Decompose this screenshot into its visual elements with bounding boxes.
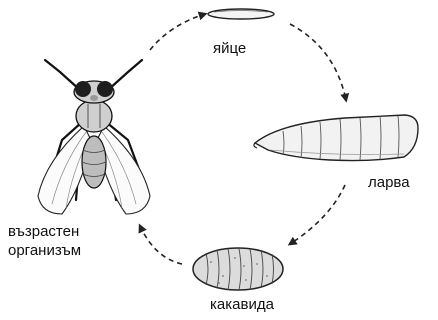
egg-illustration <box>208 9 274 19</box>
arrow-egg-to-larva <box>290 24 346 100</box>
right-eye <box>97 81 113 97</box>
pupa-label: какавида <box>210 296 274 314</box>
larva-illustration <box>254 115 418 161</box>
adult-label-line2: организъм <box>8 241 81 260</box>
adult-fly-illustration <box>38 60 150 214</box>
adult-label: възрастен организъм <box>8 222 81 260</box>
arrow-adult-to-egg <box>150 14 205 50</box>
arrow-larva-to-pupa <box>290 185 345 244</box>
arrow-pupa-to-adult <box>140 226 182 264</box>
adult-label-line1: възрастен <box>8 222 81 241</box>
pupa-illustration <box>193 248 283 290</box>
left-eye <box>75 81 91 97</box>
larva-label: ларва <box>368 174 410 192</box>
egg-label: яйце <box>213 40 246 58</box>
